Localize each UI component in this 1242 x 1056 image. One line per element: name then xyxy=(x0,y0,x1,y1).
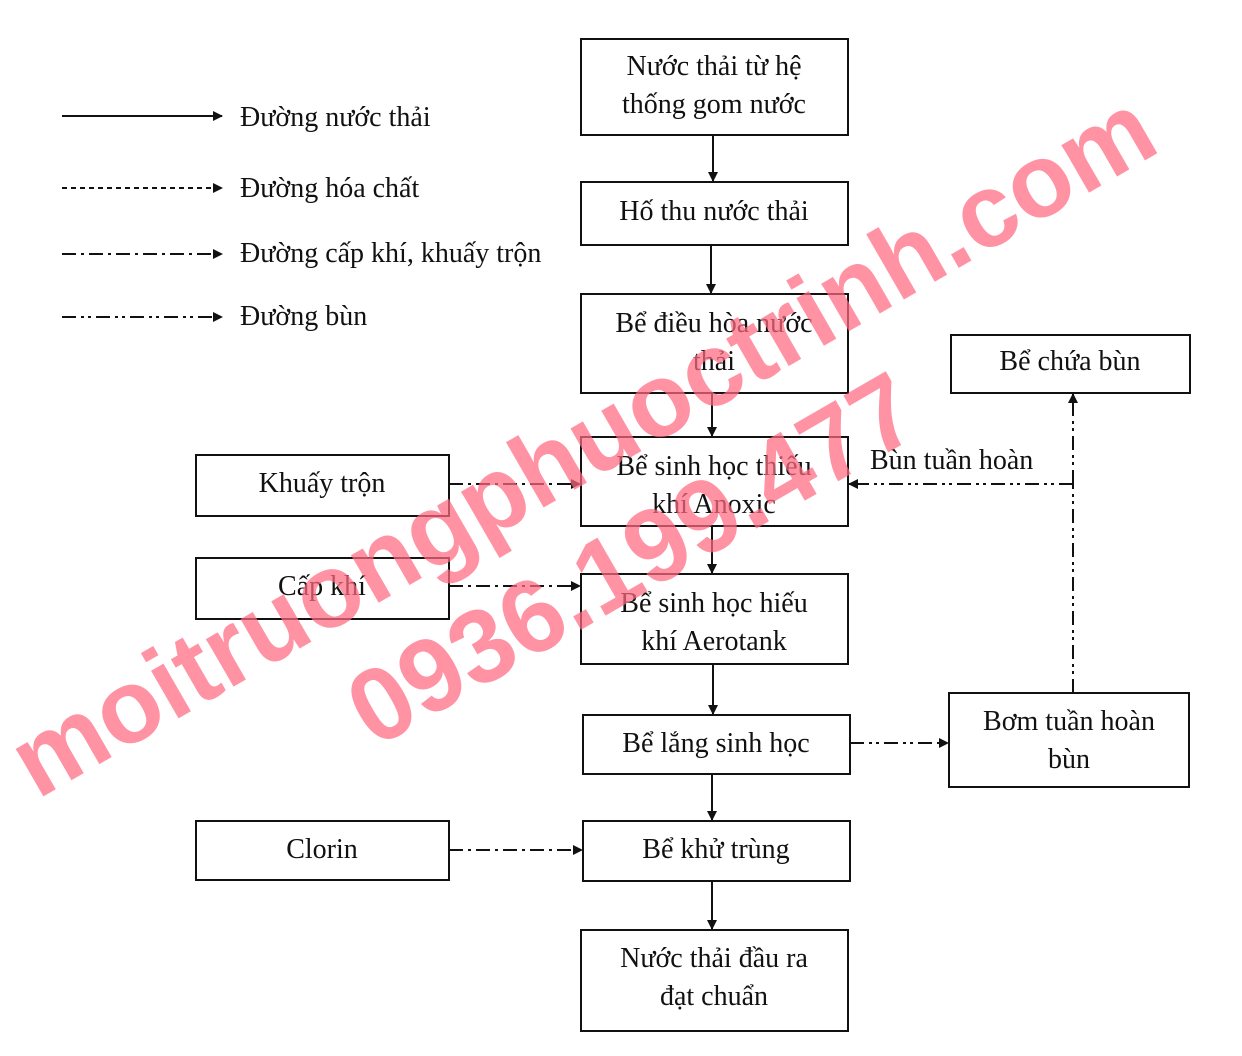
collection-pit-box: Hố thu nước thải xyxy=(580,181,849,246)
aerotank-box: Bể sinh học hiếu khí Aerotank xyxy=(580,573,849,665)
anoxic-tank-box: Bể sinh học thiếu khí Anoxic xyxy=(580,436,849,527)
settling-tank-label: Bể lắng sinh học xyxy=(622,728,809,759)
sludge-tank-label: Bể chứa bùn xyxy=(999,346,1140,377)
disinfection-tank-label: Bể khử trùng xyxy=(642,834,789,865)
legend-sludge-label: Đường bùn xyxy=(240,301,367,332)
outlet-label-line-2: đạt chuẩn xyxy=(660,981,768,1012)
equalization-tank-box: Bể điều hòa nước thải xyxy=(580,293,849,394)
legend-air-mixing-label: Đường cấp khí, khuấy trộn xyxy=(240,238,541,269)
sludge-pump-box: Bơm tuần hoàn bùn xyxy=(948,692,1190,788)
anoxic-tank-label-line-2: khí Anoxic xyxy=(652,489,776,520)
mixing-box: Khuấy trộn xyxy=(195,454,450,517)
side-input-arrows xyxy=(449,479,583,855)
legend: Đường nước thải Đường hóa chất Đường cấp… xyxy=(62,102,541,332)
sludge-pump-label-line-1: Bơm tuần hoàn xyxy=(983,706,1155,737)
inlet-label-line-1: Nước thải từ hệ xyxy=(627,51,802,82)
outlet-box: Nước thải đầu ra đạt chuẩn xyxy=(580,929,849,1032)
inlet-label-line-2: thống gom nước xyxy=(622,89,806,120)
aerotank-label-line-2: khí Aerotank xyxy=(641,626,786,657)
legend-chemical-label: Đường hóa chất xyxy=(240,173,419,204)
settling-tank-box: Bể lắng sinh học xyxy=(582,714,851,775)
aerotank-label-line-1: Bể sinh học hiếu xyxy=(620,588,807,619)
disinfection-tank-box: Bể khử trùng xyxy=(582,820,851,882)
legend-wastewater-label: Đường nước thải xyxy=(240,102,431,133)
mixing-label: Khuấy trộn xyxy=(259,468,386,499)
chlorine-box: Clorin xyxy=(195,820,450,881)
inlet-box: Nước thải từ hệ thống gom nước xyxy=(580,38,849,136)
chlorine-label: Clorin xyxy=(286,834,358,865)
sludge-tank-box: Bể chứa bùn xyxy=(950,334,1191,394)
equalization-tank-label-line-1: Bể điều hòa nước xyxy=(615,308,812,339)
anoxic-tank-label-line-1: Bể sinh học thiếu xyxy=(616,451,811,482)
sludge-recirculation-label: Bùn tuần hoàn xyxy=(870,445,1033,476)
outlet-label-line-1: Nước thải đầu ra xyxy=(620,943,808,974)
air-supply-label: Cấp khí xyxy=(278,571,366,602)
air-supply-box: Cấp khí xyxy=(195,557,450,620)
sludge-pump-label-line-2: bùn xyxy=(1048,744,1090,775)
collection-pit-label: Hố thu nước thải xyxy=(619,196,809,227)
equalization-tank-label-line-2: thải xyxy=(693,346,735,377)
main-flow-arrows xyxy=(706,135,718,930)
sludge-arrows: Bùn tuần hoàn xyxy=(848,393,1078,748)
